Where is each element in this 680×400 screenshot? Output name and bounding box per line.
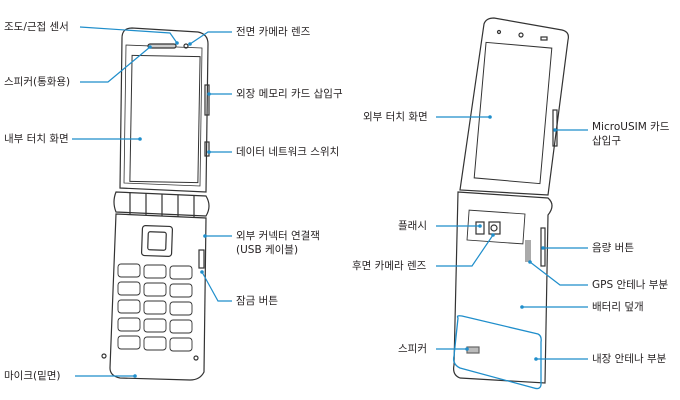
label-gps: GPS 안테나 부분	[592, 279, 669, 291]
label-usim-slot: 삽입구	[592, 135, 621, 147]
label-lock-button: 잠금 버튼	[236, 295, 278, 307]
label-connector: 외부 커넥터 연결잭	[236, 230, 320, 242]
left-phone	[101, 27, 210, 381]
label-speaker: 스피커	[398, 343, 427, 355]
label-memory-slot: 외장 메모리 카드 삽입구	[236, 88, 343, 100]
label-call-speaker: 스피커(통화용)	[4, 76, 71, 88]
label-usim: MicroUSIM 카드	[592, 121, 670, 133]
label-battery-cover: 배터리 덮개	[592, 301, 644, 313]
label-outer-screen: 외부 터치 화면	[363, 111, 428, 123]
label-antenna: 내장 안테나 부분	[592, 353, 667, 365]
label-network-switch: 데이터 네트워크 스위치	[236, 146, 340, 158]
label-front-camera: 전면 카메라 렌즈	[236, 26, 311, 38]
label-mic: 마이크(밑면)	[4, 370, 61, 382]
antenna-outline	[452, 315, 542, 390]
label-flash: 플래시	[398, 220, 427, 232]
label-connector-usb: (USB 케이블)	[236, 244, 299, 256]
leader-lines	[72, 26, 588, 377]
leader-dots	[133, 41, 557, 378]
label-light-sensor: 조도/근접 센서	[4, 21, 69, 33]
label-inner-screen: 내부 터치 화면	[4, 133, 69, 145]
label-rear-camera: 후면 카메라 렌즈	[352, 260, 427, 272]
right-phone	[453, 17, 569, 384]
label-volume: 음량 버튼	[592, 242, 634, 254]
